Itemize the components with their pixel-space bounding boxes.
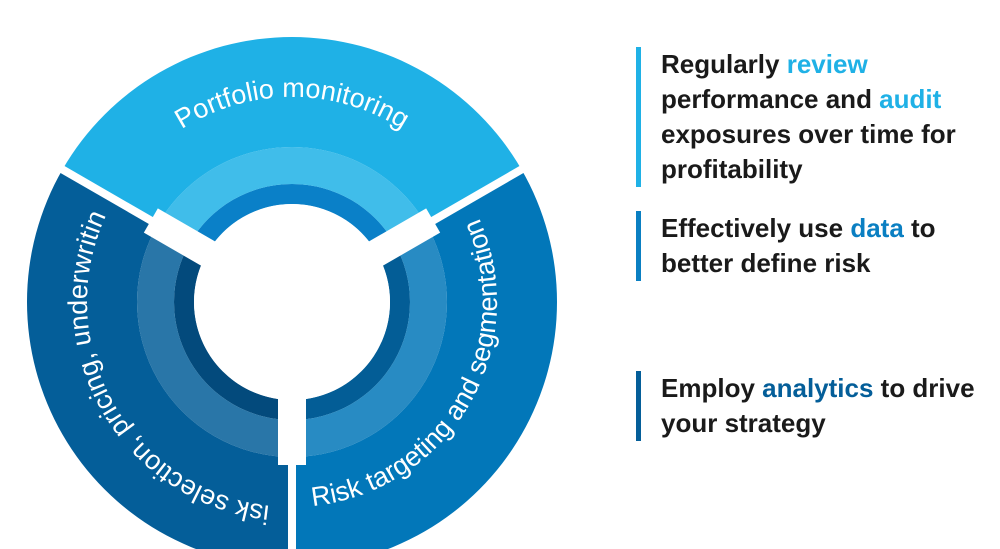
point-text-run: to better define risk xyxy=(661,213,936,278)
point-text-run: performance and xyxy=(661,84,880,114)
segment-inner-1 xyxy=(292,243,410,420)
segment-notch-2 xyxy=(143,208,216,267)
highlight-word: analytics xyxy=(762,373,874,403)
point-review-audit: Regularly review performance and audit e… xyxy=(636,47,981,187)
segment-outer-1 xyxy=(292,169,557,549)
highlight-word: data xyxy=(850,213,904,243)
highlight-word: review xyxy=(786,49,868,79)
highlight-word: audit xyxy=(879,84,942,114)
segment-inner-0 xyxy=(189,184,395,253)
point-text-run: Regularly xyxy=(661,49,787,79)
segment-band-0 xyxy=(157,147,427,243)
segment-inner-2 xyxy=(174,243,292,420)
point-use-data: Effectively use data to better define ri… xyxy=(636,211,981,281)
point-text-1: Effectively use data to better define ri… xyxy=(661,213,936,278)
segment-band-1 xyxy=(292,224,447,457)
point-text-run: Employ xyxy=(661,373,763,403)
segment-notch-0 xyxy=(368,208,441,267)
point-text-run: exposures over time for profitability xyxy=(661,119,956,184)
point-text-run: Effectively use xyxy=(661,213,851,243)
segment-outer-0 xyxy=(62,37,522,225)
center-hole xyxy=(194,204,390,400)
point-employ-analytics: Employ analytics to drive your strategy xyxy=(636,371,981,441)
segment-outer-2 xyxy=(27,169,292,549)
point-text-2: Employ analytics to drive your strategy xyxy=(661,373,975,438)
segment-band-2 xyxy=(136,224,292,457)
point-text-run: to drive your strategy xyxy=(661,373,975,438)
point-text-0: Regularly review performance and audit e… xyxy=(661,49,956,184)
